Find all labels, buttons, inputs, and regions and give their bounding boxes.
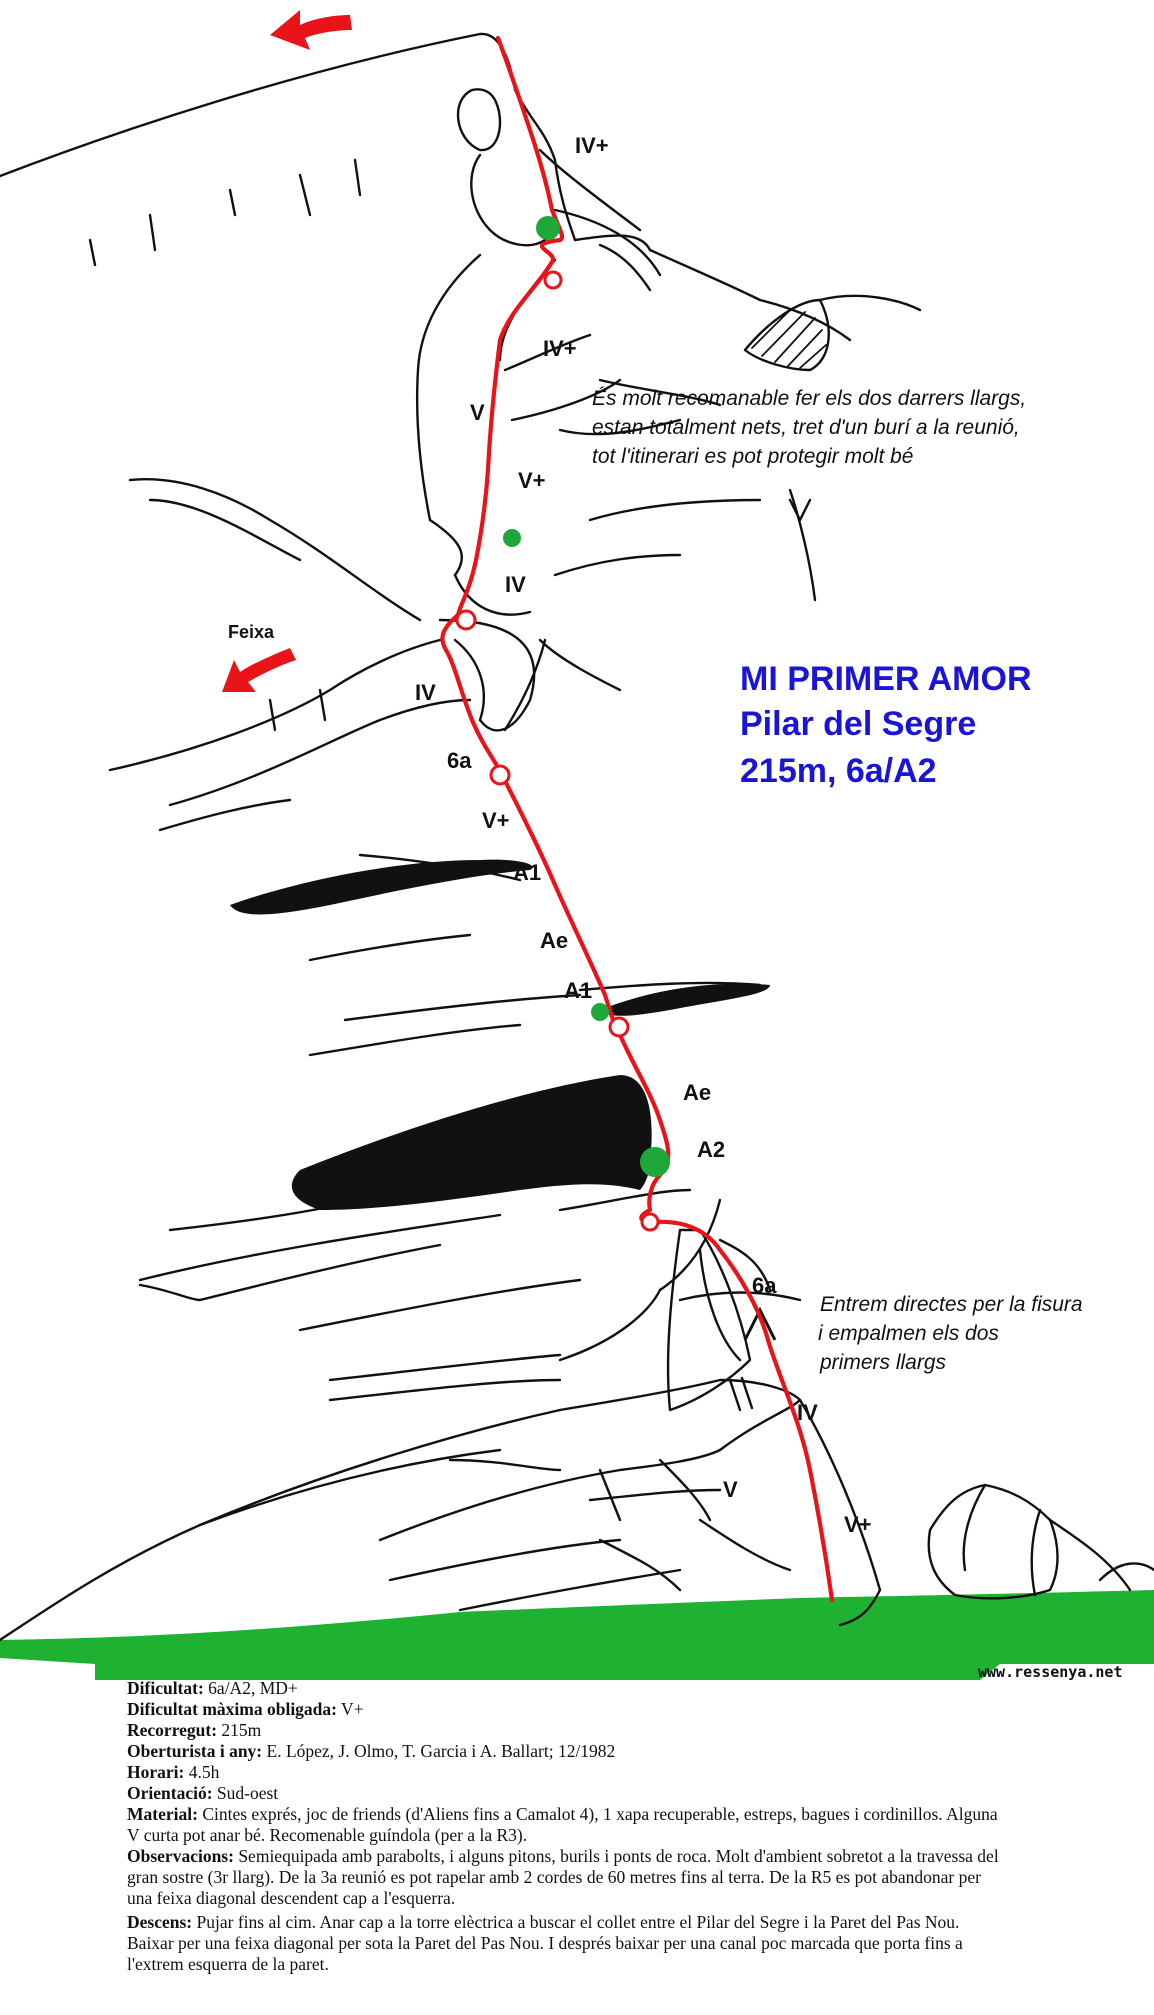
roof-2 [600,983,770,1016]
grade-label: A2 [697,1137,726,1162]
note-bottom-line: Entrem directes per la fisura [820,1293,1083,1316]
note-top-line: tot l'itinerari es pot protegir molt bé [592,445,914,468]
route-name: MI PRIMER AMOR [740,660,1032,698]
info-value: 215m [217,1720,262,1740]
grade-label: IV [505,572,526,597]
green-point-mid [503,529,521,547]
wall-name: Pilar del Segre [740,705,977,743]
belay-ring-r4 [489,764,511,786]
grade-label: A1 [564,978,593,1003]
summit-outline [0,32,762,302]
info-row: Descens: Pujar fins al cim. Anar cap a l… [127,1912,1007,1975]
grade-label: IV+ [543,336,577,361]
topo-drawing [0,10,1154,1680]
info-row: Material: Cintes exprés, joc de friends … [127,1804,1007,1846]
info-row: Horari: 4.5h [127,1762,1007,1783]
info-label: Oberturista i any: [127,1741,263,1761]
grade-label: V+ [482,808,510,833]
info-label: Dificultat màxima obligada: [127,1699,337,1719]
info-label: Horari: [127,1762,185,1782]
start-flake [666,1228,752,1412]
grade-label: Ae [540,928,569,953]
overhang-shade [743,1306,777,1341]
route-info: Dificultat: 6a/A2, MD+ Dificultat màxima… [127,1678,1007,1975]
green-point-top [536,216,560,240]
info-value: Semiequipada amb parabolts, i alguns pit… [127,1846,999,1908]
info-row: Oberturista i any: E. López, J. Olmo, T.… [127,1741,1007,1762]
info-label: Material: [127,1804,198,1824]
grade-label: 6a [447,748,472,773]
info-value: 4.5h [184,1762,220,1782]
descent-arrow-top [270,10,352,50]
belay-ring-r7 [543,270,563,290]
info-value: 6a/A2, MD+ [203,1678,298,1698]
grade-label: V [470,400,485,425]
feixa-arrow [222,648,296,692]
info-label: Recorregut: [127,1720,218,1740]
grade-label: IV [797,1400,818,1425]
belay-ring-r3 [608,1016,630,1038]
note-bottom-line: primers llargs [820,1351,947,1374]
grade-label: V+ [844,1512,872,1537]
grade-label: A1 [513,860,542,885]
green-point-a1 [591,1003,609,1021]
info-value: E. López, J. Olmo, T. Garcia i A. Ballar… [262,1741,616,1761]
grade-label: V [723,1477,738,1502]
roof-1 [230,859,533,915]
info-value: Pujar fins al cim. Anar cap a la torre e… [127,1912,963,1974]
info-row: Dificultat màxima obligada: V+ [127,1699,1007,1720]
info-row: Observacions: Semiequipada amb parabolts… [127,1846,1007,1909]
note-top-line: estan totalment nets, tret d'un burí a l… [592,416,1020,439]
belay-ring-r1 [640,1212,660,1232]
info-label: Orientació: [127,1783,213,1803]
route-line [440,35,835,1603]
info-value: V+ [337,1699,364,1719]
info-value: Sud-oest [212,1783,279,1803]
route-length-grade: 215m, 6a/A2 [740,752,937,790]
belay-ring-r5 [455,609,477,631]
grade-label: IV [415,680,436,705]
info-value: Cintes exprés, joc de friends (d'Aliens … [127,1804,998,1845]
note-bottom: Entrem directes per la fisura i empalmen… [818,1290,1083,1377]
note-top: És molt recomanable fer els dos darrers … [592,384,1026,471]
info-label: Observacions: [127,1846,234,1866]
green-point-a2 [640,1147,670,1177]
grade-label: Ae [683,1080,712,1105]
info-label: Dificultat: [127,1678,204,1698]
feixa-label: Feixa [228,622,275,642]
info-row: Orientació: Sud-oest [127,1783,1007,1804]
roof-3 [291,1075,652,1210]
website-label: www.ressenya.net [978,1663,1123,1681]
note-bottom-line: i empalmen els dos [818,1322,999,1345]
note-top-line: És molt recomanable fer els dos darrers … [592,387,1027,410]
right-overhang [743,298,830,372]
info-row: Recorregut: 215m [127,1720,1007,1741]
info-row: Dificultat: 6a/A2, MD+ [127,1678,1007,1699]
grade-label: V+ [518,468,546,493]
grade-label: IV+ [575,133,609,158]
grade-label: 6a [752,1273,777,1298]
boulder [927,1483,1059,1600]
info-label: Descens: [127,1912,193,1932]
